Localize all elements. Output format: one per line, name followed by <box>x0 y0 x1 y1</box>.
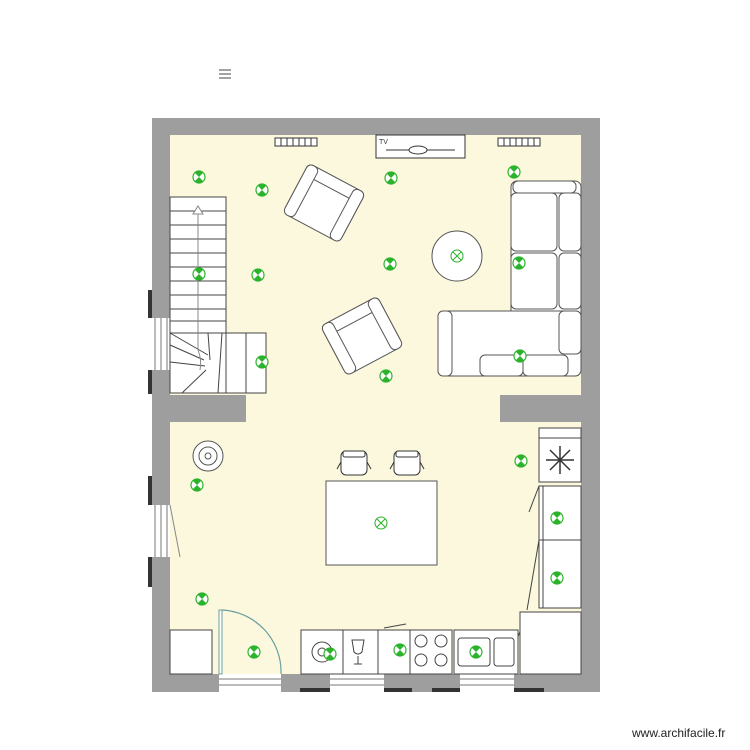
spotlight-icon <box>550 511 564 525</box>
bottom-window-2 <box>432 674 544 692</box>
bar-stool-right <box>389 450 425 476</box>
spotlight-icon <box>251 268 265 282</box>
spotlight-icon <box>550 571 564 585</box>
legend-mark <box>219 69 231 79</box>
radiator-right <box>497 137 541 147</box>
spotlight-icon <box>469 645 483 659</box>
left-window-lower <box>148 476 181 587</box>
armchair-middle <box>321 297 403 375</box>
spotlight-icon <box>393 643 407 657</box>
spotlight-icon <box>190 478 204 492</box>
spotlight-icon <box>384 171 398 185</box>
left-window-upper <box>148 290 170 394</box>
spotlight-icon <box>255 183 269 197</box>
spotlight-icon <box>383 257 397 271</box>
ceiling-lights <box>190 165 564 661</box>
entry-door <box>218 609 282 675</box>
center-light-coffee-table <box>450 249 464 263</box>
kitchen-sink <box>453 629 519 675</box>
partition-wall-left-notch <box>152 395 170 422</box>
radiator-left <box>274 137 318 147</box>
bottom-door-opening <box>219 674 281 692</box>
tv-unit: TV <box>375 134 466 159</box>
dishwasher <box>342 629 379 675</box>
spotlight-icon <box>379 369 393 383</box>
kitchen-counter-bottom <box>169 611 582 675</box>
spotlight-icon <box>514 454 528 468</box>
bar-stool-left <box>336 450 372 476</box>
spotlight-icon <box>192 170 206 184</box>
center-light-dining-table <box>374 516 388 530</box>
watermark: www.archifacile.fr <box>632 726 726 740</box>
armchair-top <box>283 164 365 242</box>
spotlight-icon <box>323 647 337 661</box>
spotlight-icon <box>513 349 527 363</box>
corner-sofa <box>437 180 582 377</box>
spotlight-icon <box>192 267 206 281</box>
round-side-table <box>192 440 224 472</box>
spotlight-icon <box>255 355 269 369</box>
fridge <box>538 427 582 483</box>
partition-wall-right <box>500 395 581 422</box>
tv-label: TV <box>379 139 388 146</box>
spotlight-icon <box>507 165 521 179</box>
spotlight-icon <box>247 645 261 659</box>
partition-wall-left <box>170 395 246 422</box>
cooktop <box>409 629 453 675</box>
spotlight-icon <box>512 256 526 270</box>
bottom-window-1 <box>300 674 412 692</box>
spotlight-icon <box>195 592 209 606</box>
washing-machine <box>300 629 344 675</box>
